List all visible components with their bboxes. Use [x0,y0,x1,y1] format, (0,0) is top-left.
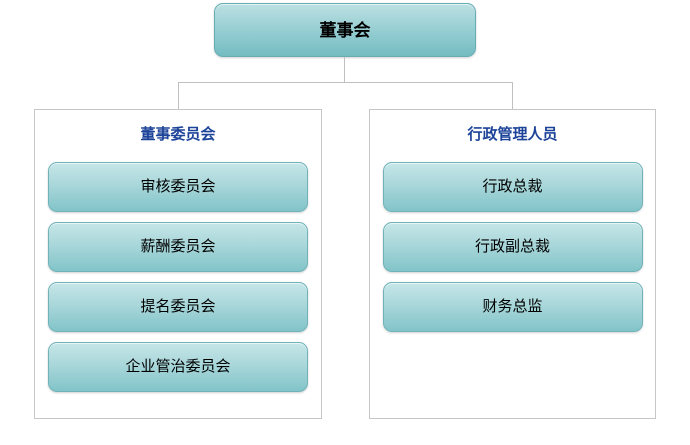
group-items: 行政总裁 行政副总裁 财务总监 [370,162,655,332]
group-title-board-committees: 董事委员会 [140,127,216,143]
node-nomination-committee: 提名委员会 [48,282,308,332]
node-remuneration-committee: 薪酬委员会 [48,222,308,272]
node-chief-executive: 行政总裁 [382,162,643,212]
node-audit-committee: 审核委员会 [48,162,308,212]
node-finance-director: 财务总监 [382,282,643,332]
connector-branch-rail [178,82,513,83]
group-title-executive-management: 行政管理人员 [467,127,558,143]
connector-right-drop [512,82,513,109]
group-items: 审核委员会 薪酬委员会 提名委员会 企业管治委员会 [35,162,321,392]
node-deputy-chief-executive: 行政副总裁 [382,222,643,272]
node-corporate-governance-committee: 企业管治委员会 [48,342,308,392]
connector-left-drop [178,82,179,109]
root-node-board: 董事会 [214,3,476,57]
group-board-committees: 董事委员会 审核委员会 薪酬委员会 提名委员会 企业管治委员会 [34,109,322,419]
group-executive-management: 行政管理人员 行政总裁 行政副总裁 财务总监 [369,109,656,419]
connector-root-stem [344,57,345,82]
